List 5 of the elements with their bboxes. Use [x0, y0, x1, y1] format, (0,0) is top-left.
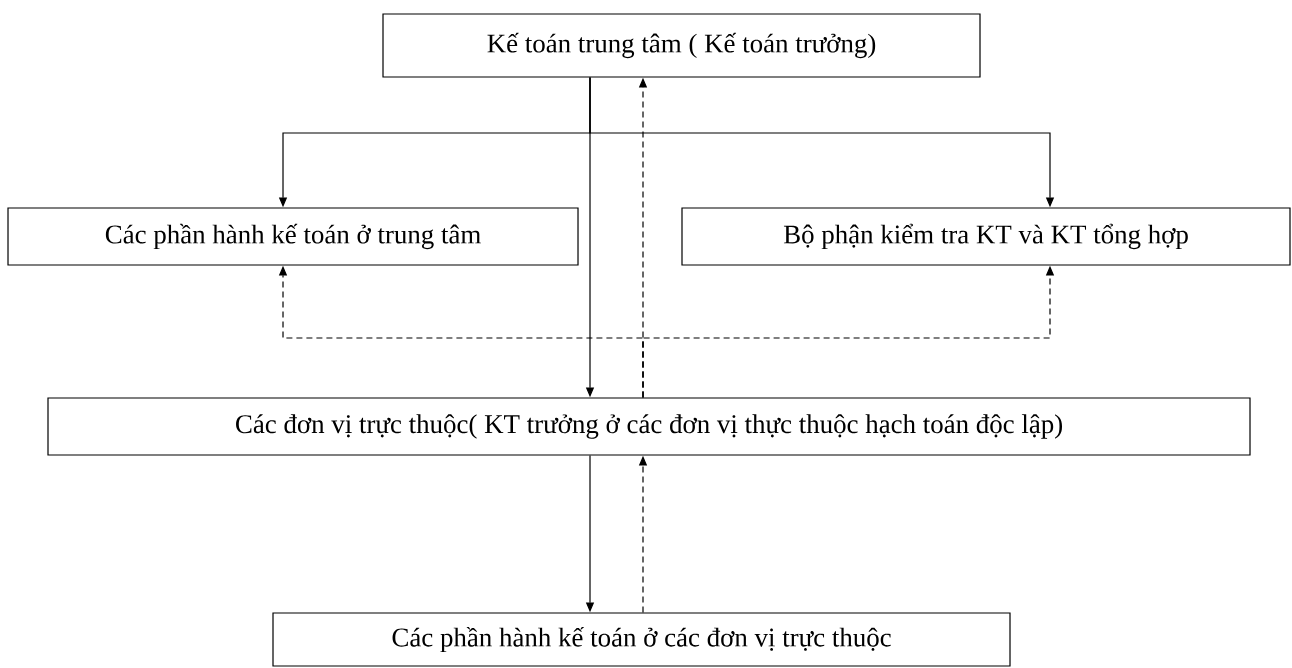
text-box: Kế toán trung tâm ( Kế toán trưởng)	[382, 13, 981, 78]
text-box: Bộ phận kiểm tra KT và KT tổng hợp	[681, 207, 1291, 266]
text-box: Các phần hành kế toán ở các đơn vị trực thuộc	[272, 612, 1011, 667]
text-box: Các phần hành kế toán ở trung tâm	[7, 207, 579, 266]
text-box: Các đơn vị trực thuộc( KT trưởng ở các đơn vị thực thuộc hạch toán độc lập)	[47, 397, 1251, 456]
